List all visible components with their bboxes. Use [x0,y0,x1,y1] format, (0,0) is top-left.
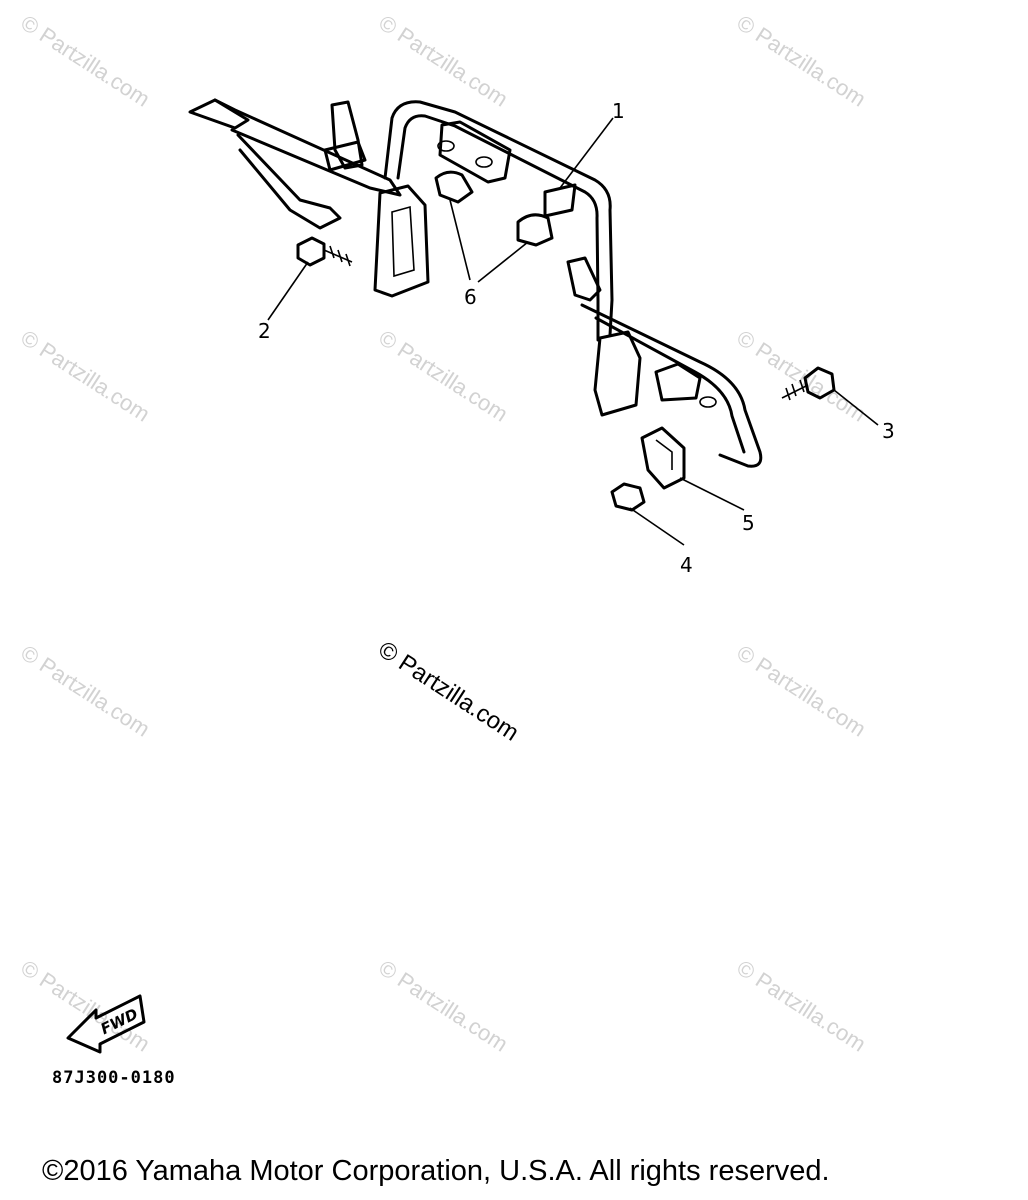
cover-part [640,426,686,490]
callout-6: 6 [464,285,477,309]
callout-1: 1 [612,99,625,123]
nut-part [610,482,646,512]
bolt-part [781,366,836,401]
drawing-code: 87J300-0180 [52,1068,176,1088]
bolt-part [296,236,353,267]
fwd-arrow-icon: FWD [66,994,146,1054]
copyright-notice: ©2016 Yamaha Motor Corporation, U.S.A. A… [42,1155,830,1187]
leader-lines [267,117,879,546]
callout-2: 2 [258,319,271,343]
callout-3: 3 [882,419,895,443]
callout-4: 4 [680,553,693,577]
clip-part [434,170,554,247]
bracket-part [188,98,763,468]
callout-5: 5 [742,511,755,535]
